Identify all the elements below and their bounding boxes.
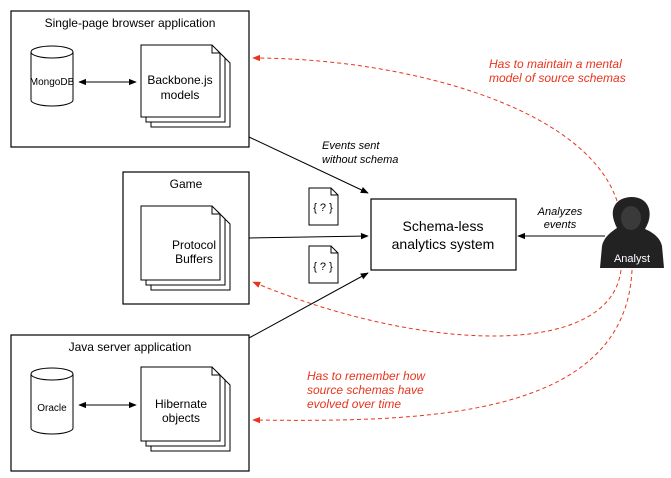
hibernate-label-1: Hibernate <box>155 397 207 411</box>
analyzes-label-2: events <box>544 219 577 231</box>
browser-events-arrow <box>248 136 369 194</box>
protocol-label-2: Buffers <box>175 252 213 266</box>
analytics-label-2: analytics system <box>392 236 495 252</box>
event-doc-1-text: { ? } <box>313 202 333 214</box>
java-events-arrow <box>248 272 369 339</box>
evolution-note-2: source schemas have <box>307 383 424 397</box>
java-app-box: Java server application Oracle Hibernate… <box>10 334 250 472</box>
event-doc-2-text: { ? } <box>313 261 333 273</box>
java-app-title: Java server application <box>69 340 192 354</box>
game-title: Game <box>170 177 203 191</box>
event-doc-2: { ? } <box>308 245 339 284</box>
events-label-2: without schema <box>322 154 398 166</box>
evolution-note-3: evolved over time <box>307 397 401 411</box>
analytics-label-1: Schema-less <box>403 218 484 234</box>
mongodb-label: MongoDB <box>30 77 75 88</box>
analyst-label: Analyst <box>614 253 650 265</box>
schema-evolution-curve-2 <box>252 269 633 424</box>
backbone-label-1: Backbone.js <box>147 73 212 87</box>
oracle-cylinder: Oracle <box>30 367 74 435</box>
analytics-system-box: Schema-less analytics system <box>370 198 517 271</box>
evolution-note-1: Has to remember how <box>307 369 426 383</box>
analyzes-label-1: Analyzes <box>537 206 583 218</box>
protocol-label-1: Protocol <box>172 238 216 252</box>
event-doc-1: { ? } <box>308 187 339 226</box>
events-label-1: Events sent <box>322 140 380 152</box>
mental-model-curve <box>252 54 618 202</box>
hibernate-label-2: objects <box>162 411 200 425</box>
hibernate-objects-stack: Hibernate objects <box>140 366 231 452</box>
protocol-buffers-stack: Protocol Buffers <box>140 205 231 291</box>
backbone-label-2: models <box>161 88 200 102</box>
backbone-models-stack: Backbone.js models <box>140 44 231 128</box>
game-box: Game Protocol Buffers <box>122 171 250 305</box>
browser-app-title: Single-page browser application <box>45 16 216 30</box>
game-events-arrow <box>248 232 369 240</box>
oracle-label: Oracle <box>37 403 67 414</box>
analyst-icon: Analyst <box>600 197 664 268</box>
mental-model-note-1: Has to maintain a mental <box>489 57 622 71</box>
mongodb-cylinder: MongoDB <box>30 45 75 107</box>
schema-evolution-curve-1 <box>252 269 622 337</box>
mental-model-note-2: model of source schemas <box>489 71 626 85</box>
browser-app-box: Single-page browser application MongoDB … <box>10 10 250 148</box>
